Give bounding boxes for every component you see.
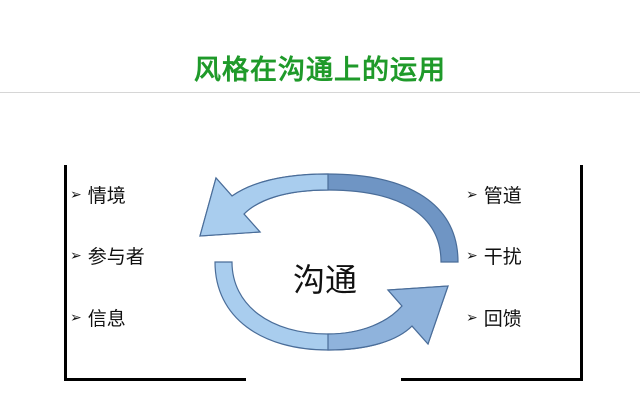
right-item-channel: ➢ 管道 <box>466 181 522 208</box>
bullet-arrow-icon: ➢ <box>70 247 82 264</box>
right-bracket-vertical <box>580 165 583 381</box>
left-item-situation: ➢ 情境 <box>70 181 126 208</box>
left-bracket-horizontal <box>64 378 246 381</box>
bullet-arrow-icon: ➢ <box>466 247 478 264</box>
right-item-feedback: ➢ 回馈 <box>466 304 522 331</box>
bullet-arrow-icon: ➢ <box>466 186 478 203</box>
left-item-participants: ➢ 参与者 <box>70 242 145 269</box>
left-item-label: 情境 <box>87 185 126 207</box>
left-item-label: 参与者 <box>87 246 145 268</box>
top-cycle-arrow-highlight <box>199 173 329 237</box>
right-item-label: 管道 <box>483 185 522 207</box>
bottom-cycle-arrow-shade <box>327 285 449 351</box>
right-bracket-horizontal <box>401 378 583 381</box>
left-bracket-vertical <box>64 165 67 381</box>
left-item-label: 信息 <box>87 308 126 330</box>
right-item-label: 回馈 <box>483 308 522 330</box>
right-item-label: 干扰 <box>483 246 522 268</box>
bullet-arrow-icon: ➢ <box>70 309 82 326</box>
left-item-message: ➢ 信息 <box>70 304 126 331</box>
bullet-arrow-icon: ➢ <box>466 309 478 326</box>
center-label: 沟通 <box>292 261 357 299</box>
right-item-noise: ➢ 干扰 <box>466 242 522 269</box>
title-divider <box>0 92 640 93</box>
slide-title: 风格在沟通上的运用 <box>194 55 446 86</box>
bullet-arrow-icon: ➢ <box>70 186 82 203</box>
